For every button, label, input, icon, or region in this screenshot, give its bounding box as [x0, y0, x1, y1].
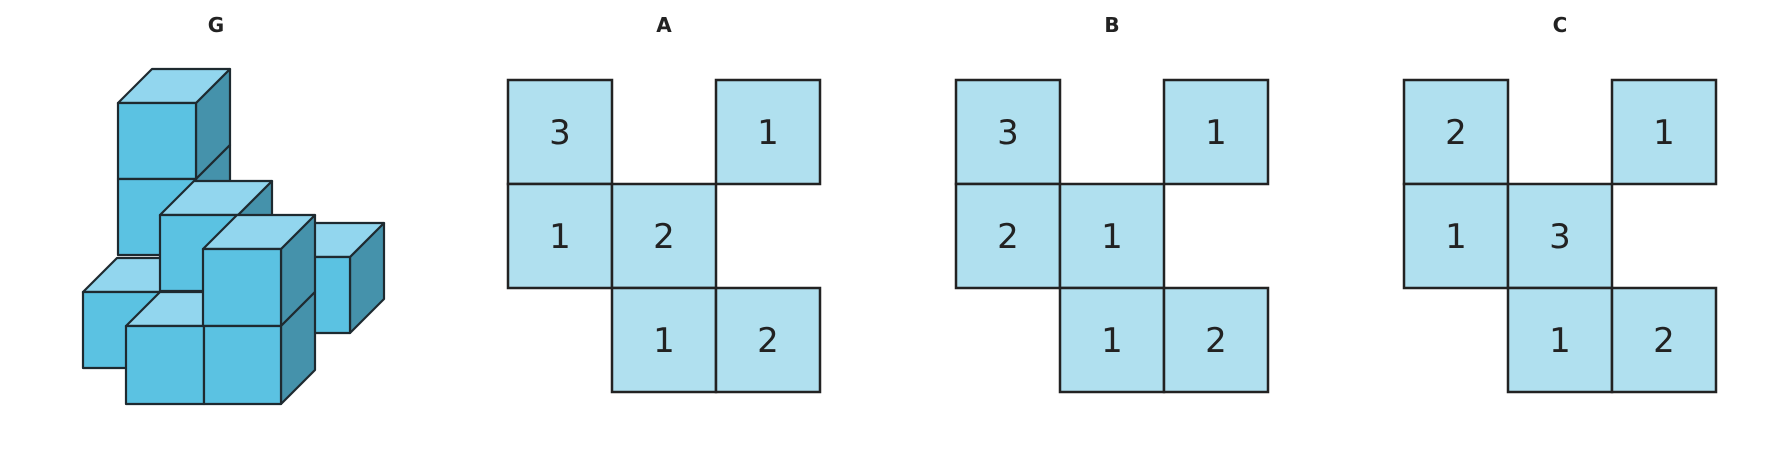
cell-value: 3 — [549, 113, 571, 153]
cell-value: 2 — [1205, 321, 1227, 361]
cell-value: 1 — [549, 217, 571, 257]
cell-value: 1 — [1549, 321, 1571, 361]
option-c-panel[interactable]: C 2 1 1 3 1 2 — [1402, 13, 1718, 394]
grid-cell — [1402, 182, 1510, 290]
grid-cell — [1506, 182, 1614, 290]
grid-cell — [714, 78, 822, 186]
cell-value: 1 — [1205, 113, 1227, 153]
option-a-panel[interactable]: A 3 1 1 2 1 2 — [506, 13, 822, 394]
grid-cell — [714, 286, 822, 394]
option-label: A — [656, 13, 672, 37]
option-grids: A 3 1 1 2 1 2 B 3 1 2 1 1 2 C 2 1 1 3 1 2 — [506, 13, 1718, 394]
cube — [201, 213, 317, 328]
grid-cell — [954, 78, 1062, 186]
cell-value: 2 — [1653, 321, 1675, 361]
figure-label-g: G — [208, 13, 224, 37]
cell-value: 1 — [1653, 113, 1675, 153]
cube-stack — [81, 67, 386, 406]
cube — [116, 67, 232, 181]
grid-cell — [1610, 286, 1718, 394]
cell-value: 2 — [757, 321, 779, 361]
cube-front-face — [202, 324, 283, 406]
cube — [202, 290, 317, 406]
option-label: B — [1104, 13, 1119, 37]
grid-cell — [506, 78, 614, 186]
grid-cell — [1610, 78, 1718, 186]
grid-cell — [1402, 78, 1510, 186]
grid-cell — [1506, 286, 1614, 394]
cube-front-face — [124, 324, 206, 406]
grid-cell — [954, 182, 1062, 290]
grid-cell — [1162, 286, 1270, 394]
cell-value: 2 — [997, 217, 1019, 257]
cell-value: 3 — [1549, 217, 1571, 257]
cube-front-face — [116, 101, 198, 181]
option-b-panel[interactable]: B 3 1 2 1 1 2 — [954, 13, 1270, 394]
cell-value: 2 — [1445, 113, 1467, 153]
cell-value: 1 — [1445, 217, 1467, 257]
cell-value: 1 — [653, 321, 675, 361]
grid-cell — [1058, 182, 1166, 290]
cell-value: 1 — [1101, 217, 1123, 257]
option-label: C — [1553, 13, 1568, 37]
grid-cell — [610, 182, 718, 290]
cell-value: 2 — [653, 217, 675, 257]
cell-value: 1 — [1101, 321, 1123, 361]
cell-value: 1 — [757, 113, 779, 153]
grid-cell — [506, 182, 614, 290]
cell-value: 3 — [997, 113, 1019, 153]
cube-front-face — [201, 247, 283, 328]
grid-cell — [1162, 78, 1270, 186]
